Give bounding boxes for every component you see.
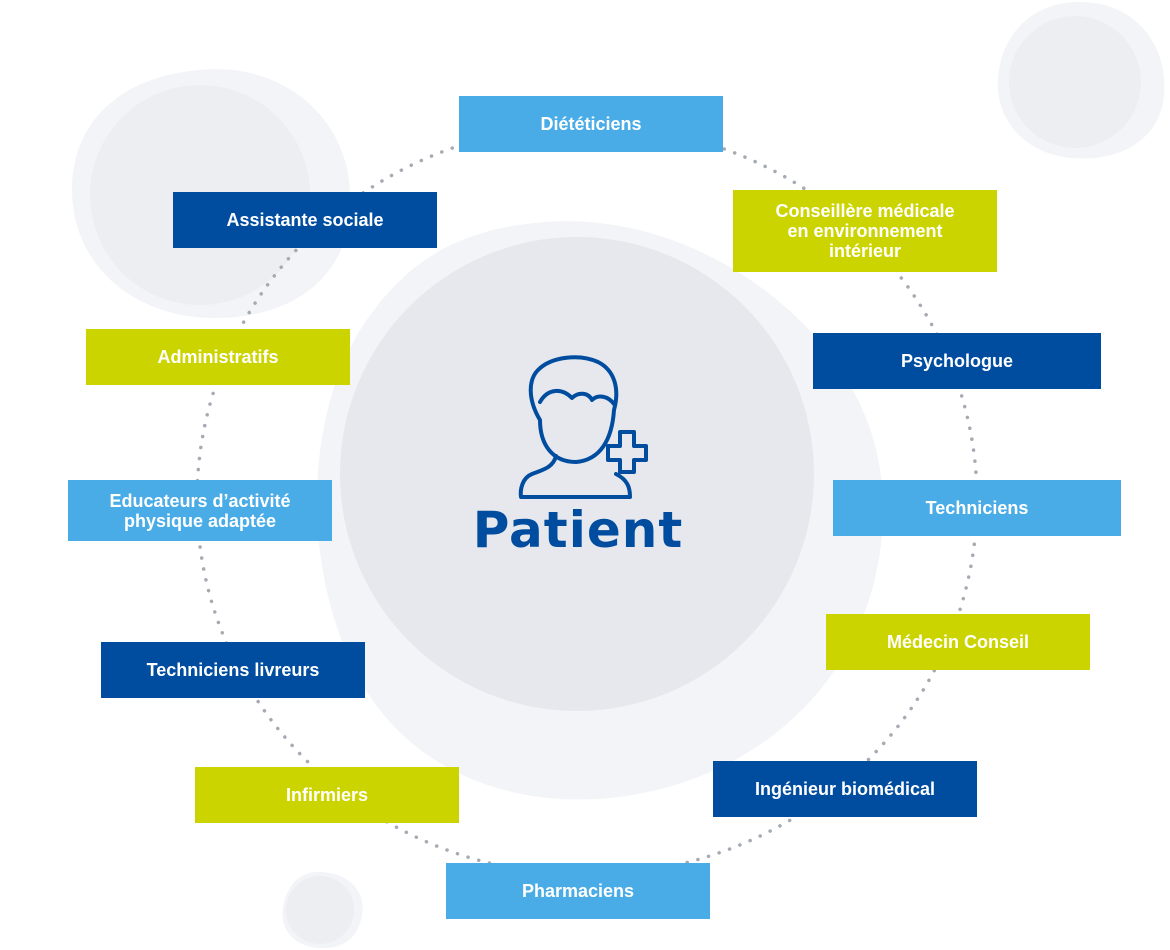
role-label: Pharmaciens (521, 881, 635, 901)
role-ingenieur-biomedical: Ingénieur biomédical (713, 761, 977, 817)
role-pharmaciens: Pharmaciens (446, 863, 710, 919)
role-techniciens-livreurs: Techniciens livreurs (101, 642, 365, 698)
role-label: Infirmiers (285, 785, 369, 805)
role-psychologue: Psychologue (813, 333, 1101, 389)
decorative-circle-top-right (1009, 16, 1141, 148)
role-assistante-sociale: Assistante sociale (173, 192, 437, 248)
role-label: Techniciens (925, 498, 1029, 518)
role-label: Ingénieur biomédical (754, 779, 936, 799)
role-conseillere-medicale: Conseillère médicale en environnement in… (733, 190, 997, 272)
role-medecin-conseil: Médecin Conseil (826, 614, 1090, 670)
role-label: Diététiciens (540, 114, 642, 134)
central-circle (340, 237, 814, 711)
role-label: Conseillère médicale en environnement in… (775, 201, 955, 261)
role-label: Psychologue (900, 351, 1014, 371)
role-label: Techniciens livreurs (146, 660, 320, 680)
role-label: Assistante sociale (226, 210, 384, 230)
role-label: Administratifs (157, 347, 279, 367)
role-label: Médecin Conseil (886, 632, 1030, 652)
patient-label: Patient (472, 501, 684, 559)
role-label: Educateurs d’activité physique adaptée (109, 490, 291, 531)
role-educateurs: Educateurs d’activité physique adaptée (68, 480, 332, 541)
patient-plus-icon (518, 355, 648, 499)
decorative-circle-bottom (286, 876, 354, 944)
role-dieteticiens: Diététiciens (459, 96, 723, 152)
role-administratifs: Administratifs (86, 329, 350, 385)
role-infirmiers: Infirmiers (195, 767, 459, 823)
role-techniciens: Techniciens (833, 480, 1121, 536)
